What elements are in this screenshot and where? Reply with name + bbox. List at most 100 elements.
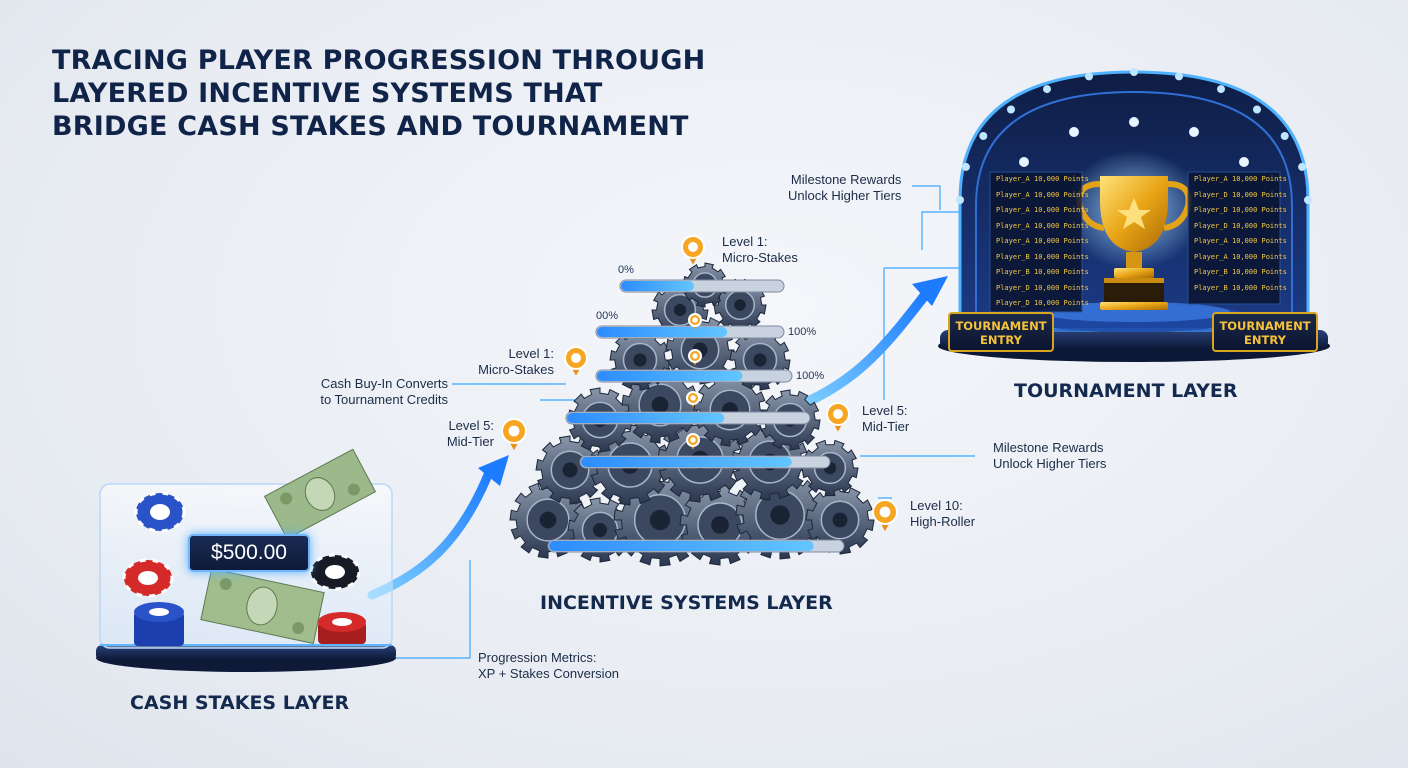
note-line: Mid-Tier bbox=[862, 419, 909, 435]
leaderboard-row: Player_B10,000 Points bbox=[996, 250, 1068, 266]
leaderboard-score: 10,000 Points bbox=[1232, 188, 1266, 204]
level-10-note: Level 10: High-Roller bbox=[910, 498, 975, 530]
note-line: Unlock Higher Tiers bbox=[993, 456, 1106, 472]
leaderboard-score: 10,000 Points bbox=[1034, 219, 1068, 235]
cash-amount-display: $500.00 bbox=[188, 534, 310, 572]
leaderboard-score: 10,000 Points bbox=[1034, 265, 1068, 281]
leaderboard-player: Player_A bbox=[1194, 234, 1232, 250]
progress-bar bbox=[566, 412, 810, 424]
leaderboard-left: Player_A10,000 PointsPlayer_A10,000 Poin… bbox=[996, 172, 1068, 312]
leaderboard-player: Player_B bbox=[996, 265, 1034, 281]
note-line: Micro-Stakes bbox=[460, 362, 554, 378]
progress-label-100-b: 100% bbox=[796, 370, 824, 382]
note-line: Unlock Higher Tiers bbox=[788, 188, 901, 204]
map-pin-icon bbox=[682, 236, 704, 265]
incentive-systems-layer-title: INCENTIVE SYSTEMS LAYER bbox=[540, 592, 833, 614]
spotlight-icon bbox=[962, 163, 970, 171]
spotlight-icon bbox=[1239, 157, 1249, 167]
leaderboard-player: Player_D bbox=[1194, 203, 1232, 219]
leaderboard-score: 10,000 Points bbox=[1232, 219, 1266, 235]
note-line: Mid-Tier bbox=[436, 434, 494, 450]
progress-label-00: 00% bbox=[596, 310, 618, 322]
leaderboard-player: Player_D bbox=[1194, 188, 1232, 204]
leaderboard-row: Player_A10,000 Points bbox=[1194, 234, 1266, 250]
leaderboard-score: 10,000 Points bbox=[1232, 203, 1266, 219]
leaderboard-row: Player_A10,000 Points bbox=[996, 172, 1068, 188]
cash-buy-in-note: Cash Buy-In Converts to Tournament Credi… bbox=[306, 376, 448, 408]
progress-label-100-a: 100% bbox=[788, 326, 816, 338]
leaderboard-row: Player_A10,000 Points bbox=[1194, 250, 1266, 266]
leaderboard-row: Player_A10,000 Points bbox=[996, 203, 1068, 219]
level-1-note-top: Level 1: Micro-Stakes bbox=[722, 234, 798, 266]
entry-right-line-1: TOURNAMENT bbox=[1214, 319, 1316, 333]
leaderboard-row: Player_A10,000 Points bbox=[996, 188, 1068, 204]
leaderboard-score: 10,000 Points bbox=[1232, 250, 1266, 266]
progress-label-0: 0% bbox=[618, 264, 634, 276]
map-pin-icon bbox=[565, 347, 587, 376]
note-line: High-Roller bbox=[910, 514, 975, 530]
leaderboard-player: Player_A bbox=[996, 172, 1034, 188]
spotlight-icon bbox=[1130, 68, 1138, 76]
leaderboard-score: 10,000 Points bbox=[1034, 188, 1068, 204]
note-line: Milestone Rewards bbox=[788, 172, 901, 188]
leaderboard-row: Player_D10,000 Points bbox=[1194, 203, 1266, 219]
note-line: Level 5: bbox=[862, 403, 909, 419]
tournament-layer-title: TOURNAMENT LAYER bbox=[1014, 380, 1238, 402]
tournament-entry-left-button[interactable]: TOURNAMENT ENTRY bbox=[948, 312, 1054, 352]
spotlight-icon bbox=[1253, 106, 1261, 114]
leaderboard-player: Player_D bbox=[996, 281, 1034, 297]
entry-right-line-2: ENTRY bbox=[1214, 333, 1316, 347]
spotlight-icon bbox=[1175, 72, 1183, 80]
entry-left-line-1: TOURNAMENT bbox=[950, 319, 1052, 333]
note-line: Level 1: bbox=[460, 346, 554, 362]
leaderboard-score: 10,000 Points bbox=[1034, 296, 1068, 312]
leaderboard-player: Player_A bbox=[996, 219, 1034, 235]
spotlight-icon bbox=[979, 132, 987, 140]
leaderboard-player: Player_D bbox=[996, 296, 1034, 312]
leaderboard-score: 10,000 Points bbox=[1232, 234, 1266, 250]
leaderboard-player: Player_B bbox=[1194, 281, 1232, 297]
leaderboard-score: 10,000 Points bbox=[1232, 265, 1266, 281]
progress-bar bbox=[620, 280, 784, 292]
leaderboard-player: Player_B bbox=[1194, 265, 1232, 281]
note-line: Milestone Rewards bbox=[993, 440, 1106, 456]
note-line: Level 5: bbox=[436, 418, 494, 434]
map-pin-icon bbox=[502, 419, 526, 450]
cash-stakes-layer-title: CASH STAKES LAYER bbox=[130, 692, 349, 714]
leaderboard-score: 10,000 Points bbox=[1232, 172, 1266, 188]
level-5-note-right: Level 5: Mid-Tier bbox=[862, 403, 909, 435]
spotlight-icon bbox=[1281, 132, 1289, 140]
leaderboard-score: 10,000 Points bbox=[1232, 281, 1266, 297]
tournament-entry-right-button[interactable]: TOURNAMENT ENTRY bbox=[1212, 312, 1318, 352]
leaderboard-player: Player_B bbox=[996, 250, 1034, 266]
leaderboard-score: 10,000 Points bbox=[1034, 281, 1068, 297]
spotlight-icon bbox=[956, 196, 964, 204]
milestone-rewards-note-right: Milestone Rewards Unlock Higher Tiers bbox=[993, 440, 1106, 472]
spotlight-icon bbox=[1298, 163, 1306, 171]
note-line: Level 10: bbox=[910, 498, 975, 514]
spotlight-icon bbox=[1129, 117, 1139, 127]
spotlight-icon bbox=[1069, 127, 1079, 137]
spotlight-icon bbox=[1189, 127, 1199, 137]
note-line: Level 1: bbox=[722, 234, 798, 250]
level-5-note-left: Level 5: Mid-Tier bbox=[436, 418, 494, 450]
leaderboard-player: Player_A bbox=[996, 203, 1034, 219]
progress-bar bbox=[580, 456, 830, 468]
leaderboard-player: Player_A bbox=[996, 234, 1034, 250]
leaderboard-player: Player_A bbox=[1194, 250, 1232, 266]
spotlight-icon bbox=[1043, 85, 1051, 93]
arrow-incentive-to-tournament bbox=[800, 295, 925, 405]
note-line: Cash Buy-In Converts bbox=[306, 376, 448, 392]
progress-bar bbox=[596, 370, 792, 382]
note-line: to Tournament Credits bbox=[306, 392, 448, 408]
leaderboard-player: Player_A bbox=[1194, 172, 1232, 188]
progress-bar bbox=[548, 540, 844, 552]
